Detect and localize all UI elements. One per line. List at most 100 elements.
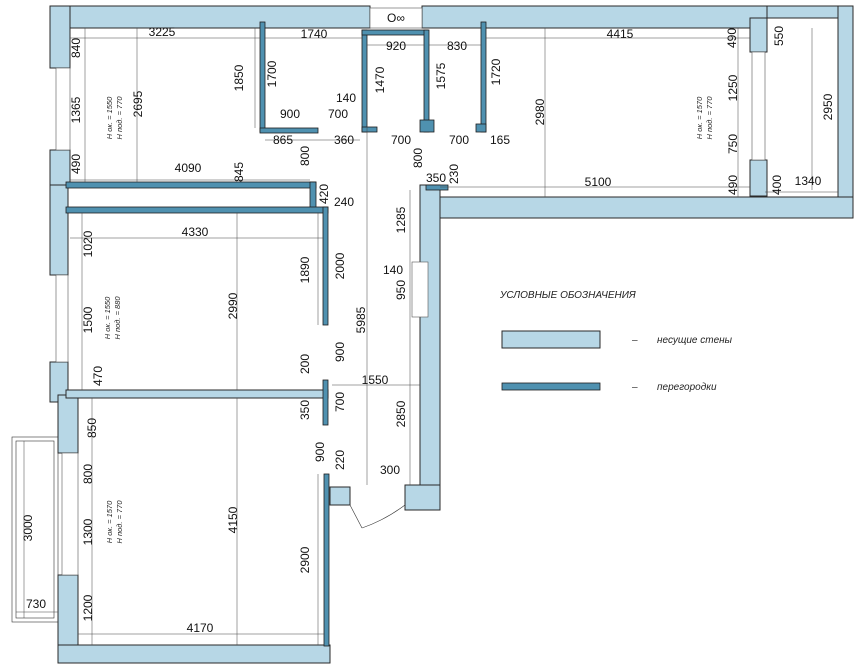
wall-corridor-right	[419, 184, 441, 511]
dim-label: 165	[490, 133, 510, 147]
partition-hall-1	[65, 181, 317, 189]
legend-title: УСЛОВНЫЕ ОБОЗНАЧЕНИЯ	[499, 290, 636, 301]
partition-hall-2	[65, 206, 329, 214]
dim-label: 850	[85, 418, 99, 438]
dimension-lines	[16, 28, 838, 645]
dim-label: 2695	[131, 90, 145, 117]
dim-label: 800	[81, 464, 95, 484]
dim-label: 1890	[298, 256, 312, 283]
dim-label: 140	[336, 91, 356, 105]
corridor-niche	[411, 261, 429, 318]
wall-right	[837, 5, 854, 219]
partition-bath-bottom	[259, 127, 319, 134]
dim-label: 140	[383, 263, 403, 277]
dim-label: 845	[232, 162, 246, 182]
dim-label: 2990	[226, 292, 240, 319]
wall-right-stub-2	[749, 159, 768, 197]
dim-label: 2900	[298, 546, 312, 573]
dim-label: 1700	[265, 60, 279, 87]
wall-left-d	[57, 394, 79, 454]
dim-label: 400	[770, 175, 784, 195]
dim-label: 750	[726, 134, 740, 154]
dim-label: 230	[447, 164, 461, 184]
dim-label: 3225	[149, 25, 176, 39]
dim-label: 1250	[726, 74, 740, 101]
partition-room-right-b	[322, 379, 329, 426]
dim-label: 2000	[333, 252, 347, 279]
wall-mid-horizontal	[65, 389, 329, 399]
legend-dash: –	[631, 382, 638, 393]
dim-label: 1550	[362, 373, 389, 387]
room-note: Н под. = 770	[705, 96, 714, 140]
dim-label: 1365	[69, 96, 83, 123]
dim-label: 1500	[81, 306, 95, 333]
dim-label: 900	[333, 342, 347, 362]
room-note: Н ок. = 1570	[105, 500, 114, 543]
partition-corridor-top	[425, 184, 449, 191]
dim-label: 800	[411, 148, 425, 168]
room-note: Н ок. = 1550	[103, 296, 112, 339]
dim-label: 4150	[226, 506, 240, 533]
dim-label: 3000	[21, 514, 35, 541]
dim-label: 220	[333, 450, 347, 470]
dim-label: 1575	[434, 62, 448, 89]
dim-label: 700	[333, 392, 347, 412]
legend-bearing-label: несущие стены	[657, 335, 733, 346]
balcony-inner	[15, 440, 55, 619]
room-note: Н ок. = 1550	[105, 96, 114, 139]
dim-label: 900	[280, 107, 300, 121]
room-note: Н под. = 770	[115, 500, 124, 544]
dim-label: 730	[26, 597, 46, 611]
partition-wc-bottom	[361, 126, 378, 133]
dim-label: 490	[69, 154, 83, 174]
partition-closet-right	[480, 21, 487, 133]
wall-top-mid	[421, 5, 768, 29]
dim-label: 200	[298, 354, 312, 374]
partition-wc-left	[361, 29, 368, 133]
dim-label: 1740	[301, 27, 328, 41]
wall-corridor-jog	[404, 484, 441, 511]
dim-label: 800	[298, 146, 312, 166]
dim-label: 2980	[533, 98, 547, 125]
wall-left-b	[49, 184, 69, 276]
entrance-door	[349, 504, 406, 529]
dim-label: 350	[298, 400, 312, 420]
top-fixture-label: О∞	[387, 11, 405, 25]
wall-entrance-stub	[329, 486, 351, 506]
wall-left-a	[49, 149, 71, 186]
dim-label: 5100	[585, 175, 612, 189]
dim-label: 4330	[182, 225, 209, 239]
dim-label: 700	[391, 133, 411, 147]
partition-wc-top	[361, 29, 429, 36]
dim-label: 1720	[489, 58, 503, 85]
dim-label: 470	[91, 366, 105, 386]
room-note: Н под. = 880	[113, 296, 122, 340]
legend-dash: –	[631, 335, 638, 346]
dim-label: 4415	[607, 27, 634, 41]
dim-label: 1850	[232, 64, 246, 91]
dim-label: 4090	[175, 161, 202, 175]
dim-label: 350	[426, 171, 446, 185]
dim-label: 300	[380, 463, 400, 477]
room-notes: Н ок. = 1550 Н под. = 770 Н ок. = 1570 Н…	[103, 96, 714, 544]
partition-wc-right	[423, 29, 430, 133]
wall-bottom	[57, 644, 331, 664]
room-note: Н ок. = 1570	[695, 96, 704, 139]
dim-label: 900	[313, 442, 327, 462]
partition-room-right-a	[322, 206, 329, 326]
dim-label: 700	[449, 133, 469, 147]
dim-label: 240	[334, 195, 354, 209]
dim-label: 865	[273, 133, 293, 147]
dimension-labels: 3225 1740 920 830 4415 490 550 840 2695 …	[21, 25, 835, 635]
legend-swatch-partition	[501, 382, 601, 391]
balcony-outline	[11, 436, 59, 623]
legend: УСЛОВНЫЕ ОБОЗНАЧЕНИЯ – несущие стены – п…	[499, 290, 733, 393]
dim-label: 840	[69, 38, 83, 58]
dim-label: 920	[386, 39, 406, 53]
wall-left-e	[57, 574, 79, 646]
dim-label: 360	[334, 133, 354, 147]
legend-swatch-bearing	[501, 330, 601, 349]
top-fixture	[369, 7, 423, 29]
door-swing	[361, 504, 406, 529]
